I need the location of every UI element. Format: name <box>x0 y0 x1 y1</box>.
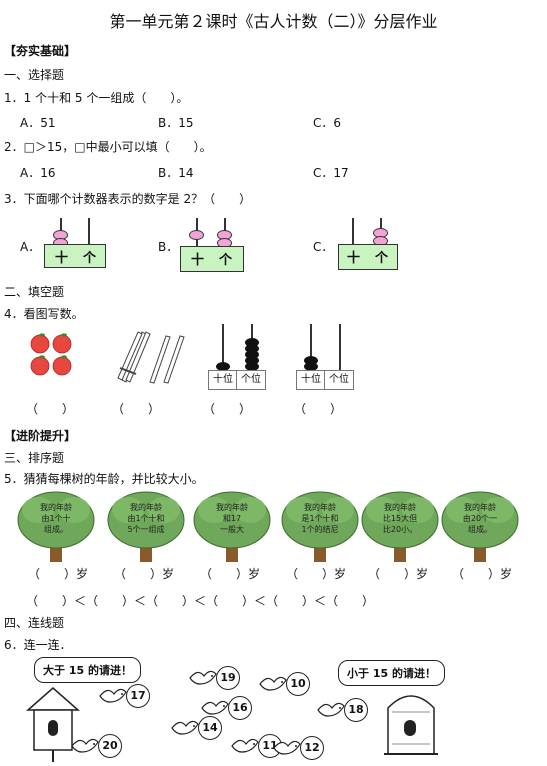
tree-clue-line: 比15大但 <box>382 514 418 523</box>
tens-place-label: 十位 <box>296 370 326 390</box>
right-birdhouse <box>384 695 438 755</box>
answer-blank-counter-2[interactable]: （ ） <box>294 402 343 416</box>
tree-clue-line: 一般大 <box>220 525 244 534</box>
tree-clue: 我的年龄比15大但比20小。 <box>374 502 426 535</box>
bird-icon <box>170 718 200 736</box>
q2-option-a[interactable]: A．16 <box>20 166 56 180</box>
bird-icon <box>316 700 346 718</box>
tree-clue-line: 我的年龄 <box>384 503 416 512</box>
bird-icon <box>272 738 302 756</box>
bird-icon <box>98 686 128 704</box>
tree-clue-line: 由20个一 <box>462 514 498 523</box>
age-blank-row: （ ）岁 （ ）岁 （ ）岁 （ ）岁 （ ）岁 （ ）岁 <box>0 565 547 583</box>
answer-blank-counter-1[interactable]: （ ） <box>203 402 252 416</box>
age-blank-4[interactable]: （ ）岁 <box>286 567 347 581</box>
question-5: 5．猜猜每棵树的年龄，并比较大小。 <box>4 472 204 486</box>
age-blank-6[interactable]: （ ）岁 <box>452 567 513 581</box>
part-match-heading: 四、连线题 <box>4 616 65 630</box>
ten-label: 十 <box>191 253 205 268</box>
ten-label: 十 <box>55 251 69 266</box>
section-basic-heading: 【夯实基础】 <box>4 44 77 58</box>
tree-clue-line: 是1个十和 <box>301 514 339 523</box>
tree-clue-line: 由1个十 <box>41 514 71 523</box>
bird-icon <box>70 736 100 754</box>
question-4: 4．看图写数。 <box>4 307 84 321</box>
number-10[interactable]: 10 <box>286 672 310 696</box>
number-16[interactable]: 16 <box>228 696 252 720</box>
number-17[interactable]: 17 <box>126 684 150 708</box>
sticks-picture <box>117 331 185 384</box>
tree-clue-line: 组成。 <box>468 525 492 534</box>
part-choice-heading: 一、选择题 <box>4 68 65 82</box>
one-label: 个 <box>375 251 389 266</box>
answer-blank-apples[interactable]: （ ） <box>26 402 75 416</box>
q3-option-b[interactable]: B． <box>158 240 179 254</box>
number-18[interactable]: 18 <box>344 698 368 722</box>
bird-icon <box>230 736 260 754</box>
part-order-heading: 三、排序题 <box>4 451 65 465</box>
order-line[interactable]: （ ）＜（ ）＜（ ）＜（ ）＜（ ）＜（ ） <box>26 594 375 608</box>
age-blank-2[interactable]: （ ）岁 <box>114 567 175 581</box>
tree-clue: 我的年龄和17 一般大 <box>206 502 258 535</box>
number-14[interactable]: 14 <box>198 716 222 740</box>
question-1: 1．1 个十和 5 个一组成（ ）。 <box>4 91 189 105</box>
q3-option-c[interactable]: C． <box>313 240 334 254</box>
part-fill-heading: 二、填空题 <box>4 285 65 299</box>
tens-place-label: 十位 <box>208 370 238 390</box>
tree-clue-line: 我的年龄 <box>130 503 162 512</box>
apples-picture <box>30 333 72 376</box>
one-label: 个 <box>219 253 233 268</box>
number-19[interactable]: 19 <box>216 666 240 690</box>
one-label: 个 <box>83 251 97 266</box>
bird-icon <box>188 668 218 686</box>
bird-icon <box>200 698 230 716</box>
tree-clue-line: 组成。 <box>44 525 68 534</box>
tree-clue: 我的年龄由1个十和 5个一组成 <box>120 502 172 535</box>
tree-clue-line: 5个一组成 <box>127 525 165 534</box>
question-2: 2．□＞15，□中最小可以填（ ）。 <box>4 140 212 154</box>
place-counter-1: 十位 个位 <box>208 324 266 392</box>
ones-place-label: 个位 <box>324 370 354 390</box>
q2-option-c[interactable]: C．17 <box>313 166 349 180</box>
age-blank-5[interactable]: （ ）岁 <box>368 567 429 581</box>
left-birdhouse <box>26 687 80 762</box>
q1-option-a[interactable]: A．51 <box>20 116 56 130</box>
q2-option-b[interactable]: B．14 <box>158 166 194 180</box>
right-speech-bubble: 小于 15 的请进！ <box>338 660 445 686</box>
tree-clue: 我的年龄由1个十组成。 <box>30 502 82 535</box>
q3-option-a[interactable]: A． <box>20 240 41 254</box>
q1-option-b[interactable]: B．15 <box>158 116 194 130</box>
number-12[interactable]: 12 <box>300 736 324 760</box>
tree-clue-line: 我的年龄 <box>216 503 248 512</box>
abacus-b[interactable]: 十 个 <box>180 214 244 272</box>
page-title: 第一单元第２课时《古人计数（二）》分层作业 <box>109 12 438 31</box>
ten-label: 十 <box>347 251 361 266</box>
question-6: 6．连一连． <box>4 638 72 652</box>
tree-clue-line: 比20小。 <box>382 525 418 534</box>
question-3: 3．下面哪个计数器表示的数字是 2？（ ） <box>4 192 252 206</box>
tree-clue-line: 1个的结尼 <box>301 525 339 534</box>
ones-place-label: 个位 <box>236 370 266 390</box>
q1-option-c[interactable]: C．6 <box>313 116 342 130</box>
section-advanced-heading: 【进阶提升】 <box>4 429 77 443</box>
tree-clue-line: 我的年龄 <box>464 503 496 512</box>
left-speech-bubble: 大于 15 的请进！ <box>34 657 141 683</box>
place-counter-2: 十位 个位 <box>296 324 354 392</box>
tree-clue-line: 由1个十和 <box>127 514 165 523</box>
age-blank-1[interactable]: （ ）岁 <box>28 567 89 581</box>
tree-clue-line: 我的年龄 <box>304 503 336 512</box>
age-blank-3[interactable]: （ ）岁 <box>200 567 261 581</box>
abacus-a[interactable]: 十 个 <box>44 214 106 270</box>
bird-icon <box>258 674 288 692</box>
tree-clue: 我的年龄由20个一组成。 <box>454 502 506 535</box>
tree-clue-line: 和17 <box>222 514 242 523</box>
number-20[interactable]: 20 <box>98 734 122 758</box>
answer-blank-sticks[interactable]: （ ） <box>112 402 161 416</box>
abacus-c[interactable]: 十 个 <box>338 214 398 270</box>
tree-clue-line: 我的年龄 <box>40 503 72 512</box>
tree-clue: 我的年龄是1个十和 1个的结尼 <box>294 502 346 535</box>
